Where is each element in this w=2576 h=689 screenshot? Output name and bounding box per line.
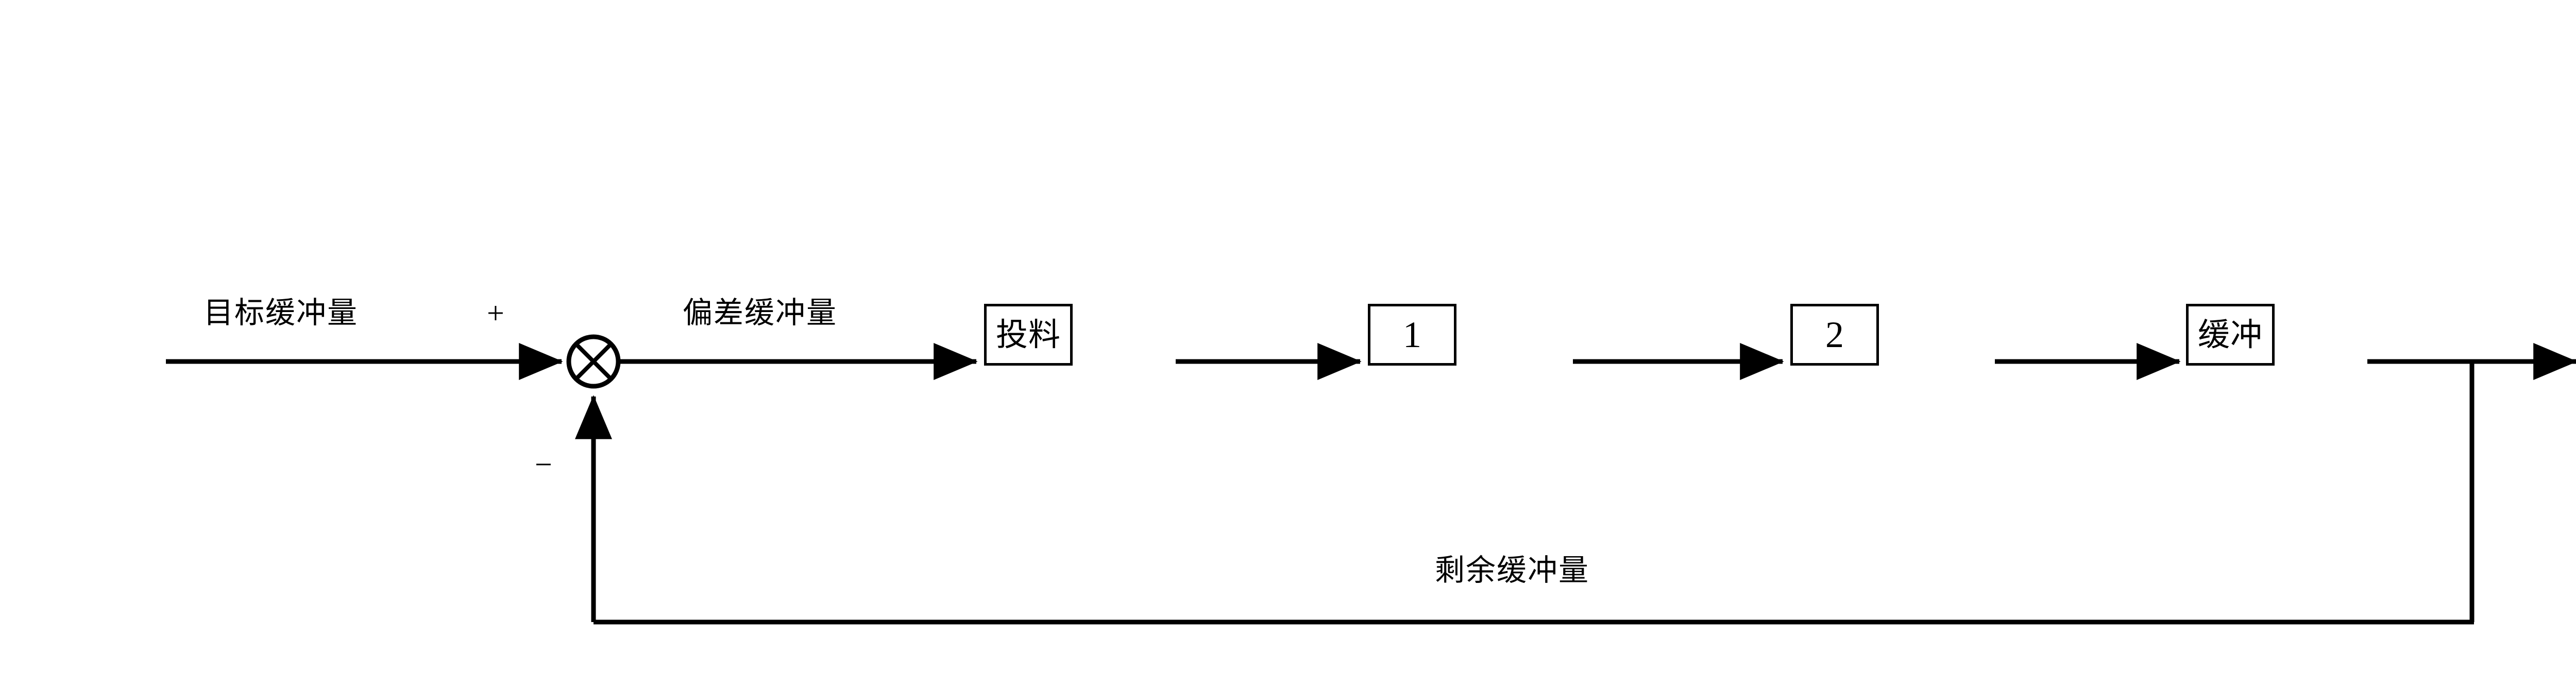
label-minus-sign: − [535, 447, 552, 481]
block-buffer[interactable]: 缓冲 [2186, 304, 2275, 366]
block-stage-2[interactable]: 2 [1790, 304, 1879, 366]
block-stage-1[interactable]: 1 [1368, 304, 1456, 366]
block-touliao[interactable]: 投料 [984, 304, 1073, 366]
label-plus-sign: + [487, 296, 504, 330]
label-error-buffer: 偏差缓冲量 [683, 295, 838, 330]
label-remaining-buffer: 剩余缓冲量 [1435, 553, 1590, 588]
label-target-buffer: 目标缓冲量 [204, 295, 359, 330]
block-stage-2-label: 2 [1825, 314, 1844, 355]
block-buffer-label: 缓冲 [2197, 316, 2263, 353]
block-stage-1-label: 1 [1403, 314, 1421, 355]
summing-junction-symbol [566, 334, 621, 389]
block-touliao-label: 投料 [995, 316, 1061, 353]
